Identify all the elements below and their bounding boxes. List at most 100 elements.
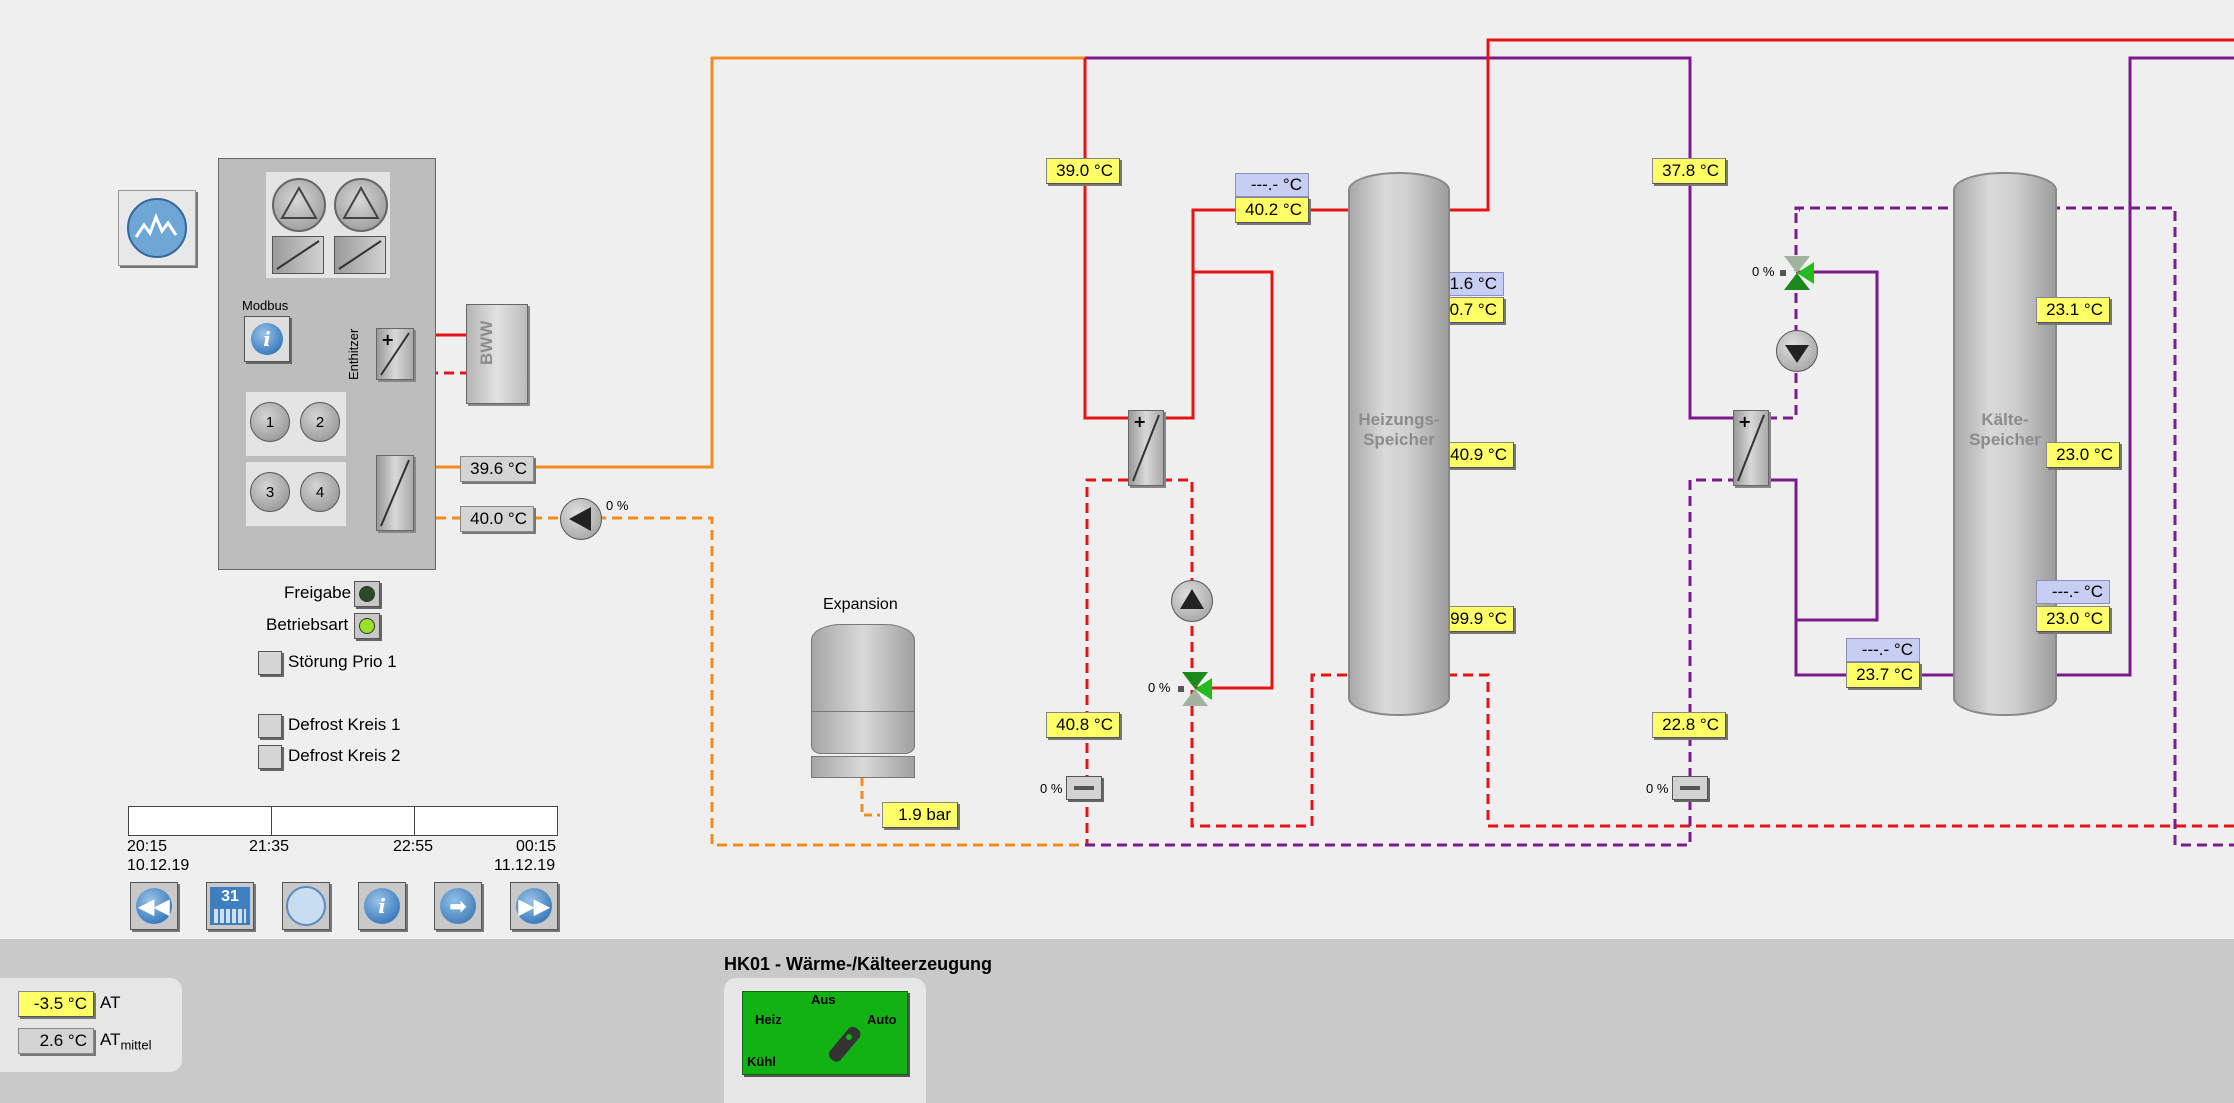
condenser-exchanger — [376, 455, 414, 531]
compressor-4-icon[interactable]: 4 — [300, 472, 340, 512]
heat-tank-mid-temp: 40.9 °C — [1440, 442, 1514, 468]
mode-selector[interactable]: Heiz Aus Auto Kühl — [742, 991, 908, 1075]
fast-backward-icon: ◀◀ — [136, 888, 172, 924]
timeline-time-3: 22:55 — [393, 838, 434, 855]
betriebsart-label: Betriebsart — [266, 615, 349, 634]
fast-forward-icon: ▶▶ — [516, 888, 552, 924]
evaporator-icon — [334, 236, 386, 274]
heat-return-temp: 40.8 °C — [1046, 712, 1120, 738]
timeline-end-date: 11.12.19 — [494, 857, 556, 874]
heating-bypass-percent: 0 % — [1040, 781, 1063, 796]
mode-heiz: Heiz — [755, 1012, 782, 1027]
pipe-network — [372, 38, 2234, 847]
cool-setpoint-temp: ---.- °C — [1846, 638, 1920, 662]
compressor-number: 2 — [315, 413, 325, 431]
betriebsart-indicator — [354, 613, 380, 639]
fan-icon — [272, 178, 326, 232]
evaporator-icon — [272, 236, 324, 274]
rewind-button[interactable]: ◀◀ — [130, 882, 178, 930]
desuperheater-exchanger: + — [376, 328, 414, 380]
cooling-bypass-valve[interactable] — [1672, 776, 1708, 800]
selector-knob-icon — [828, 1026, 861, 1062]
defrost2-indicator — [258, 745, 282, 769]
fast-forward-button[interactable]: ▶▶ — [510, 882, 558, 930]
cooling-mixing-valve-icon[interactable] — [1780, 254, 1814, 292]
timeline-info-button[interactable]: i — [358, 882, 406, 930]
heating-exchanger: + — [1128, 410, 1164, 486]
compressor-number: 1 — [265, 413, 275, 431]
svg-text:+: + — [1133, 412, 1146, 431]
heating-pump-icon[interactable] — [1171, 580, 1213, 622]
timeline-end-time: 00:15 — [516, 838, 557, 855]
bottom-panel — [0, 939, 2234, 1103]
heat-supply-temp: 39.0 °C — [1046, 158, 1120, 184]
heating-storage-tank[interactable] — [1348, 172, 1450, 716]
cool-return-temp: 22.8 °C — [1652, 712, 1726, 738]
freigabe-label: Freigabe — [284, 583, 352, 602]
timeline-bar[interactable] — [128, 806, 558, 836]
cool-tank-setpoint: ---.- °C — [2036, 580, 2110, 604]
outdoor-temp-value: -3.5 °C — [18, 991, 94, 1017]
mode-kuehl: Kühl — [747, 1054, 776, 1069]
defrost1-label: Defrost Kreis 1 — [288, 715, 401, 734]
arrow-right-icon: ➡ — [440, 888, 476, 924]
goto-button[interactable]: ➡ — [434, 882, 482, 930]
timeline-start-time: 20:15 — [127, 838, 168, 855]
cooling-pump-icon[interactable] — [1776, 330, 1818, 372]
compressor-2-icon[interactable]: 2 — [300, 402, 340, 442]
trend-chart-icon — [127, 198, 187, 258]
clock-button[interactable] — [282, 882, 330, 930]
cool-supply-temp: 37.8 °C — [1652, 158, 1726, 184]
timeline-start-date: 10.12.19 — [127, 857, 190, 874]
cooling-tank-label: Kälte- Speicher — [1969, 410, 2041, 449]
compressor-number: 4 — [315, 483, 325, 501]
pressure-display: 1.9 bar — [882, 802, 958, 828]
cooling-bypass-percent: 0 % — [1646, 781, 1669, 796]
bww-tank[interactable]: BWW — [466, 304, 528, 404]
cool-tank-top-temp: 23.1 °C — [2036, 297, 2110, 323]
supply-temp-display: 39.6 °C — [460, 456, 534, 482]
bww-label: BWW — [477, 320, 496, 365]
outdoor-mean-temp-value: 2.6 °C — [18, 1028, 94, 1054]
heating-tank-label: Heizungs- Speicher — [1358, 410, 1440, 449]
svg-text:+: + — [1738, 412, 1751, 431]
compressor-1-icon[interactable]: 1 — [250, 402, 290, 442]
expansion-label: Expansion — [823, 596, 898, 613]
defrost2-label: Defrost Kreis 2 — [288, 746, 401, 765]
heating-bypass-valve[interactable] — [1066, 776, 1102, 800]
outdoor-mean-temp-label: ATmittel — [100, 1030, 152, 1053]
svg-text:+: + — [381, 330, 394, 349]
enthitzer-label: Enthitzer — [346, 328, 361, 380]
freigabe-indicator — [354, 581, 380, 607]
timeline-time-2: 21:35 — [249, 838, 290, 855]
cool-tank-inlet-temp: 23.7 °C — [1846, 662, 1920, 688]
expansion-base — [811, 756, 915, 778]
cooling-exchanger: + — [1733, 410, 1769, 486]
primary-pump-icon[interactable] — [560, 498, 602, 540]
compressor-number: 3 — [265, 483, 275, 501]
return-temp-display: 40.0 °C — [460, 506, 534, 532]
calendar-icon: 31 — [210, 887, 250, 925]
cool-tank-bottom-temp: 23.0 °C — [2036, 606, 2110, 632]
heating-valve-percent: 0 % — [1148, 680, 1171, 695]
heating-mixing-valve-icon[interactable] — [1178, 670, 1212, 708]
stoerung-indicator — [258, 651, 282, 675]
info-icon: i — [364, 888, 400, 924]
cooling-valve-percent: 0 % — [1752, 264, 1775, 279]
calendar-button[interactable]: 31 — [206, 882, 254, 930]
stoerung-label: Störung Prio 1 — [288, 652, 397, 671]
modbus-label: Modbus — [242, 298, 289, 313]
expansion-vessel — [811, 624, 915, 754]
section-title: HK01 - Wärme-/Kälteerzeugung — [724, 954, 993, 974]
heat-setpoint-temp: ---.- °C — [1235, 173, 1309, 197]
clock-icon — [286, 886, 326, 926]
cool-tank-mid-temp: 23.0 °C — [2046, 442, 2120, 468]
modbus-info-button[interactable]: i — [244, 316, 290, 362]
outdoor-temp-label: AT — [100, 993, 121, 1012]
trend-chart-button[interactable] — [118, 190, 196, 266]
info-icon: i — [251, 323, 283, 355]
fan-icon — [334, 178, 388, 232]
mode-aus: Aus — [811, 992, 836, 1007]
heat-tank-inlet-temp: 40.2 °C — [1235, 197, 1309, 223]
compressor-3-icon[interactable]: 3 — [250, 472, 290, 512]
